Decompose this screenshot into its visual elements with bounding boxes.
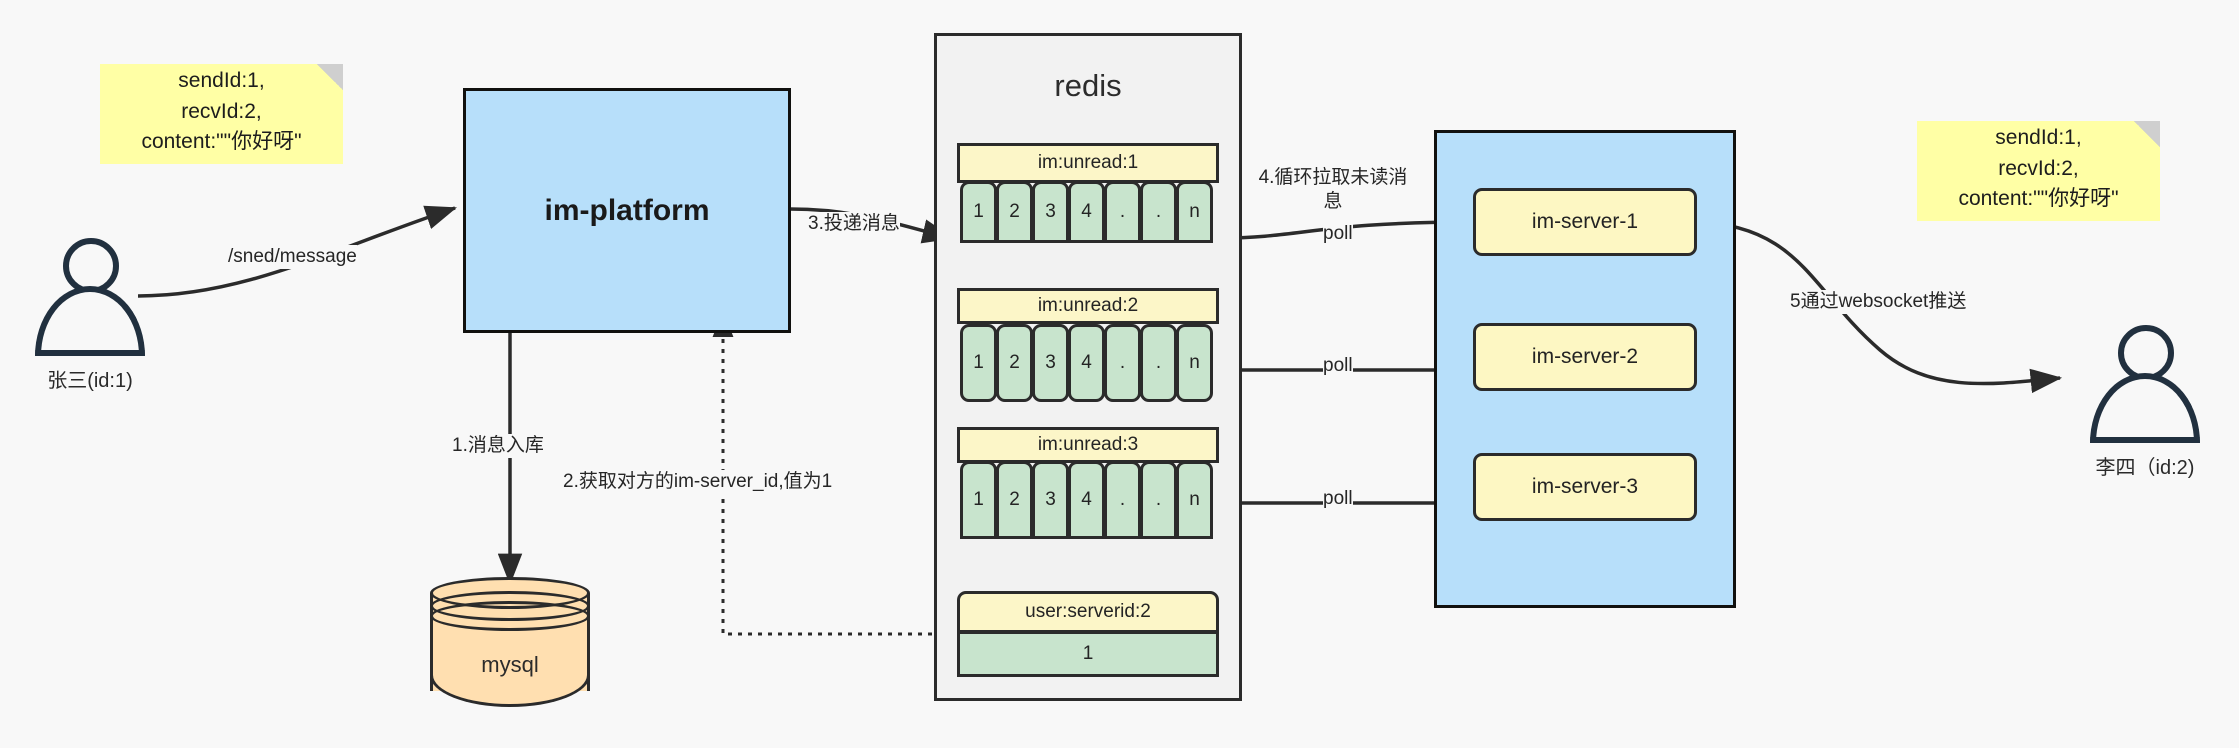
redis-key-name-2: im:unread:3	[957, 427, 1219, 463]
node-im-server-2-label: im-server-2	[1531, 345, 1639, 368]
actor-receiver-label: 李四（id:2)	[2095, 457, 2195, 479]
edge-label-poll-3: poll	[1323, 487, 1353, 511]
edge-label-step3: 3.投递消息	[808, 212, 900, 236]
redis-cell: .	[1104, 181, 1141, 243]
redis-cell: n	[1176, 461, 1213, 539]
node-mysql-label: mysql	[481, 652, 539, 678]
redis-cell: 1	[960, 324, 997, 402]
redis-cell: .	[1140, 461, 1177, 539]
edge-label-step5: 5通过websocket推送	[1790, 290, 1967, 314]
redis-cell: 2	[996, 461, 1033, 539]
note-right-line-2: recvId:2,	[1998, 156, 2079, 180]
mysql-bottom	[430, 675, 590, 707]
note-left-message-payload: sendId:1, recvId:2, content:""你好呀"	[100, 64, 343, 164]
actor-body-icon	[35, 286, 145, 356]
redis-key-name-0: im:unread:1	[957, 143, 1219, 183]
note-fold-icon	[2134, 121, 2160, 147]
node-im-platform-label: im-platform	[544, 193, 710, 227]
redis-cell: n	[1176, 181, 1213, 243]
edge-label-poll-2: poll	[1323, 354, 1353, 378]
redis-cell: 4	[1068, 461, 1105, 539]
redis-value-block: user:serverid:2 1	[957, 591, 1219, 677]
redis-key-block-0: im:unread:1 1 2 3 4 . . n	[957, 143, 1219, 248]
redis-cell: .	[1104, 461, 1141, 539]
node-redis-label: redis	[1054, 68, 1122, 103]
node-im-server-1[interactable]: im-server-1	[1473, 188, 1697, 256]
redis-cell: 1	[960, 181, 997, 243]
actor-sender-label: 张三(id:1)	[47, 370, 133, 392]
redis-value-key-name: user:serverid:2	[957, 591, 1219, 633]
redis-cell: 3	[1032, 324, 1069, 402]
node-im-platform[interactable]: im-platform	[463, 88, 791, 333]
actor-sender	[35, 238, 145, 356]
edge-label-send-message: /sned/message	[228, 245, 357, 269]
node-mysql[interactable]: mysql	[430, 577, 590, 707]
note-right-message-payload: sendId:1, recvId:2, content:""你好呀"	[1917, 121, 2160, 221]
redis-cell: 3	[1032, 461, 1069, 539]
redis-key-block-1: im:unread:2 1 2 3 4 . . n	[957, 288, 1219, 402]
edge-label-step2: 2.获取对方的im-server_id,值为1	[563, 470, 833, 494]
redis-cell: n	[1176, 324, 1213, 402]
note-right-line-1: sendId:1,	[1995, 126, 2082, 150]
note-right-line-3: content:""你好呀"	[1958, 187, 2119, 211]
redis-key-block-2: im:unread:3 1 2 3 4 . . n	[957, 427, 1219, 539]
redis-cell: 2	[996, 324, 1033, 402]
note-fold-icon	[317, 64, 343, 90]
redis-cell: 1	[960, 461, 997, 539]
redis-cell: 2	[996, 181, 1033, 243]
edge-label-step1: 1.消息入库	[452, 434, 544, 458]
note-left-line-1: sendId:1,	[178, 69, 265, 93]
node-im-server-3-label: im-server-3	[1531, 475, 1639, 498]
note-left-line-2: recvId:2,	[181, 99, 262, 123]
actor-body-icon	[2090, 373, 2200, 443]
edge-label-step4: 4.循环拉取未读消息	[1253, 166, 1413, 214]
redis-cell: 4	[1068, 181, 1105, 243]
node-im-server-2[interactable]: im-server-2	[1473, 323, 1697, 391]
node-im-server-3[interactable]: im-server-3	[1473, 453, 1697, 521]
redis-value-cell: 1	[957, 631, 1219, 677]
redis-cell: 3	[1032, 181, 1069, 243]
edge-label-poll-1: poll	[1323, 222, 1353, 246]
redis-cell: .	[1140, 181, 1177, 243]
redis-cell: .	[1104, 324, 1141, 402]
redis-cell: .	[1140, 324, 1177, 402]
mysql-ring-2	[430, 601, 590, 631]
redis-cell: 4	[1068, 324, 1105, 402]
actor-receiver	[2090, 325, 2200, 443]
note-left-line-3: content:""你好呀"	[141, 130, 302, 154]
node-im-server-1-label: im-server-1	[1531, 210, 1639, 233]
redis-key-name-1: im:unread:2	[957, 288, 1219, 324]
